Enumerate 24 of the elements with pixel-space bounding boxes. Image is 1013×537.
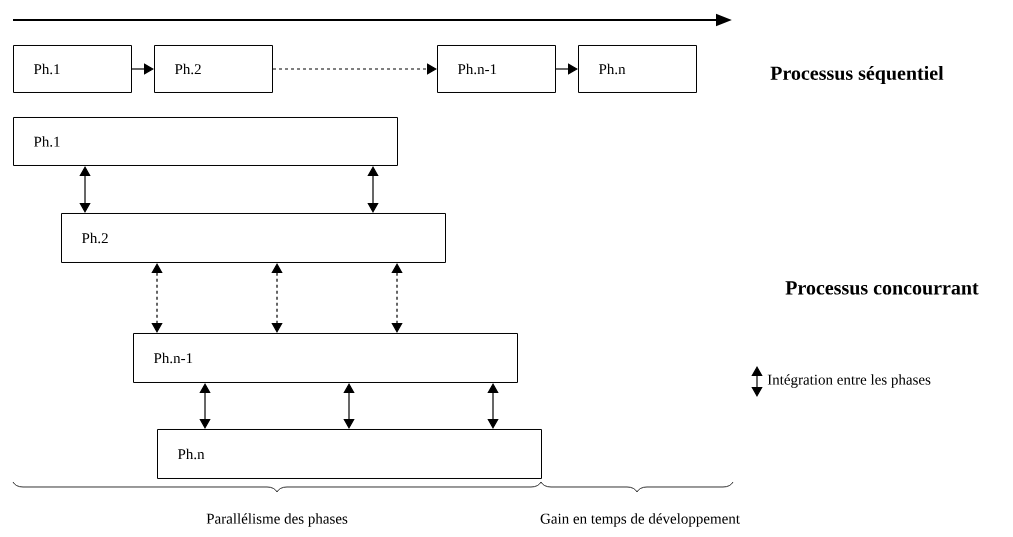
- arrow: [79, 166, 91, 213]
- brace-label: Gain en temps de développement: [540, 513, 740, 527]
- phase-box: Ph.n-1: [437, 45, 556, 93]
- phase-box: Ph.n-1: [133, 333, 518, 383]
- arrow: [272, 63, 437, 75]
- arrow: [487, 383, 499, 429]
- brace-label: Parallélisme des phases: [206, 513, 348, 527]
- arrow: [151, 263, 163, 333]
- phase-box: Ph.n: [578, 45, 697, 93]
- arrow: [131, 63, 154, 75]
- arrow: [199, 383, 211, 429]
- arrow: [367, 166, 379, 213]
- legend-text: Intégration entre les phases: [767, 374, 931, 388]
- arrow: [555, 63, 578, 75]
- phase-box: Ph.2: [61, 213, 446, 263]
- process-title: Processus séquentiel: [770, 65, 944, 85]
- arrow: [343, 383, 355, 429]
- arrow: [391, 263, 403, 333]
- phase-box: Ph.1: [13, 45, 132, 93]
- arrow: [271, 263, 283, 333]
- phase-box: Ph.n: [157, 429, 542, 479]
- phase-box: Ph.2: [154, 45, 273, 93]
- process-title: Processus concourrant: [785, 281, 979, 295]
- phase-box: Ph.1: [13, 117, 398, 166]
